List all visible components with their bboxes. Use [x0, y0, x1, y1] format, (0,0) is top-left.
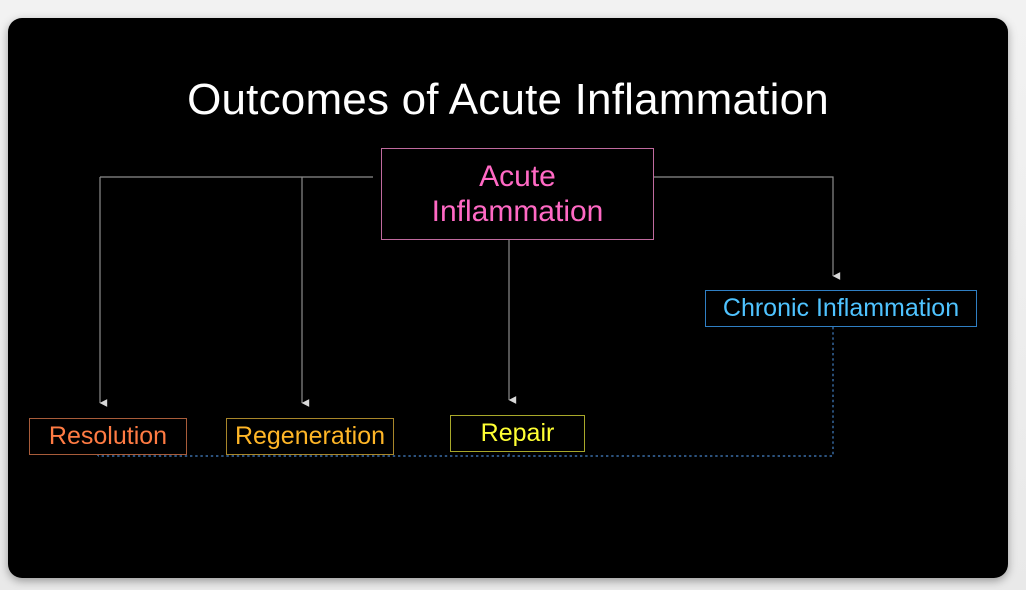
node-chronic-inflammation-label: Chronic Inflammation	[722, 293, 960, 322]
node-chronic-inflammation[interactable]: Chronic Inflammation	[705, 290, 977, 327]
node-regeneration[interactable]: Regeneration	[226, 418, 394, 455]
node-repair[interactable]: Repair	[450, 415, 585, 452]
node-acute-inflammation[interactable]: Acute Inflammation	[381, 148, 654, 240]
node-acute-inflammation-line2: Inflammation	[431, 195, 604, 228]
node-regeneration-label: Regeneration	[234, 421, 386, 450]
page-title: Outcomes of Acute Inflammation	[187, 75, 829, 124]
connector-acute-to-chronic	[646, 176, 841, 280]
node-repair-label: Repair	[480, 418, 555, 447]
node-resolution-label: Resolution	[48, 421, 168, 450]
slide-panel: Outcomes of Acute Inflammation	[8, 18, 1008, 578]
node-resolution[interactable]: Resolution	[29, 418, 187, 455]
connector-acute-to-left-branches	[99, 176, 373, 407]
node-acute-inflammation-line1: Acute	[479, 159, 556, 193]
